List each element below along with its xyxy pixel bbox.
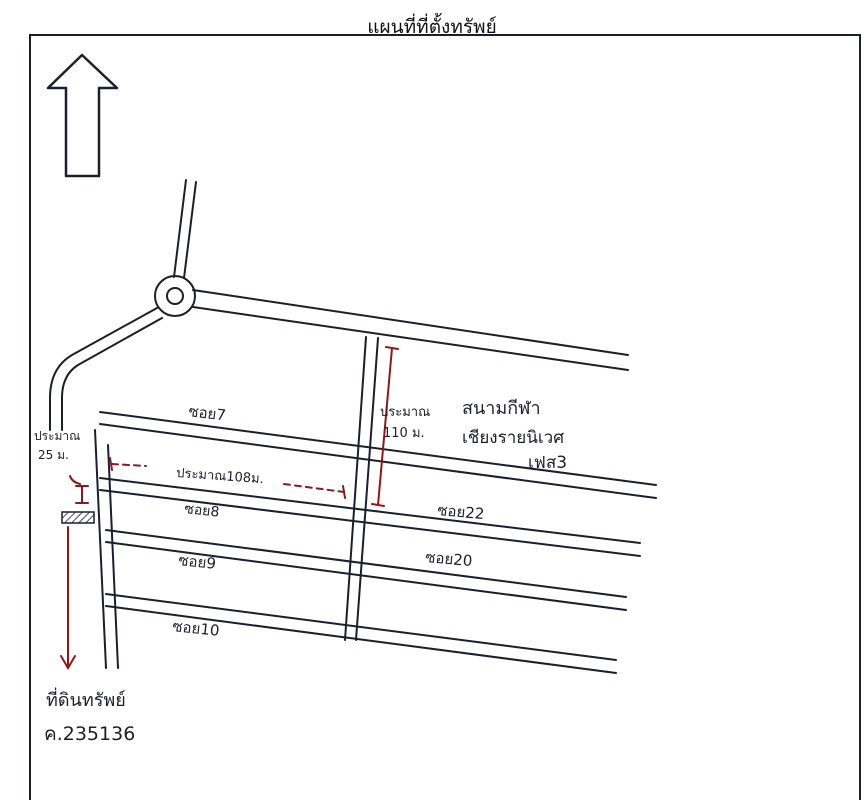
map-title: แผนที่ที่ตั้งทรัพย์ [367,16,497,38]
property-marker-icon [61,511,95,524]
dimension-25m [69,475,89,504]
approx-25-label: ประมาณ [34,429,80,443]
north-road [173,179,197,279]
soi22-label: ซอย22 [437,501,485,523]
approx-110-label: ประมาณ [380,405,430,420]
main-road [192,289,629,371]
soi7-label: ซอย7 [188,402,227,424]
west-road [94,429,119,669]
property-deed-number: ค.235136 [44,723,135,745]
roundabout-icon [154,275,196,317]
soi8-label: ซอย8 [184,501,221,521]
map-frame [29,34,861,800]
landmark-line2: เชียงรายนิเวศ [462,428,564,448]
property-pointer-arrow [60,526,76,670]
landmark-line1: สนามกีฬา [462,398,541,419]
soi7-road [99,411,657,499]
soi20-label: ซอย20 [425,548,473,570]
north-arrow-icon [46,53,119,178]
approx-108-label: ประมาณ108ม. [176,466,265,487]
west-curved-road [49,307,163,431]
soi10-road [105,593,617,674]
dimension-108m [109,457,346,499]
soi10-label: ซอย10 [172,617,221,640]
soi9-road [105,529,627,611]
landmark-line3: เฟส3 [528,453,567,473]
dimension-110m [371,346,399,507]
approx-25-value: 25 ม. [38,448,69,462]
soi8-road [99,477,641,557]
connector-road [344,336,379,641]
approx-110-value: 110 ม. [383,426,425,441]
soi9-label: ซอย9 [178,551,217,573]
property-label: ที่ดินทรัพย์ [46,687,126,711]
